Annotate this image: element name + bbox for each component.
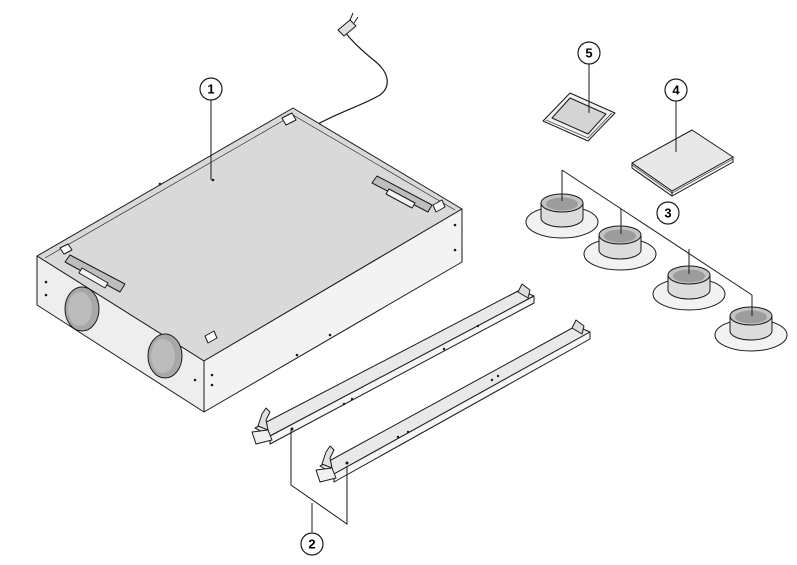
duct-collar-2 bbox=[583, 225, 657, 271]
hardware-bag bbox=[542, 92, 616, 142]
callout-5-label: 5 bbox=[585, 46, 592, 61]
callout-1: 1 bbox=[199, 77, 223, 101]
top-handle-rear bbox=[371, 175, 433, 213]
duct-collars bbox=[525, 193, 788, 352]
mounting-rails bbox=[251, 283, 591, 483]
documentation-booklet bbox=[631, 129, 734, 197]
main-unit bbox=[36, 12, 463, 413]
callout-2-label: 2 bbox=[308, 537, 315, 552]
callout-4: 4 bbox=[664, 78, 688, 102]
leader-lines bbox=[210, 64, 753, 532]
unit-side-face bbox=[203, 208, 463, 413]
callout-3: 3 bbox=[656, 201, 680, 225]
duct-collar-3 bbox=[652, 265, 726, 311]
callout-2: 2 bbox=[300, 532, 324, 556]
callout-1-label: 1 bbox=[207, 82, 214, 97]
top-handle-front bbox=[64, 254, 126, 293]
callout-3-label: 3 bbox=[664, 206, 671, 221]
rail-lower bbox=[315, 319, 591, 483]
callout-4-label: 4 bbox=[672, 83, 680, 98]
power-plug bbox=[337, 19, 357, 37]
power-cord bbox=[317, 31, 388, 125]
duct-collar-4 bbox=[714, 306, 788, 352]
duct-collar-1 bbox=[525, 193, 599, 239]
rail-upper bbox=[251, 283, 535, 445]
callout-5: 5 bbox=[577, 41, 601, 65]
